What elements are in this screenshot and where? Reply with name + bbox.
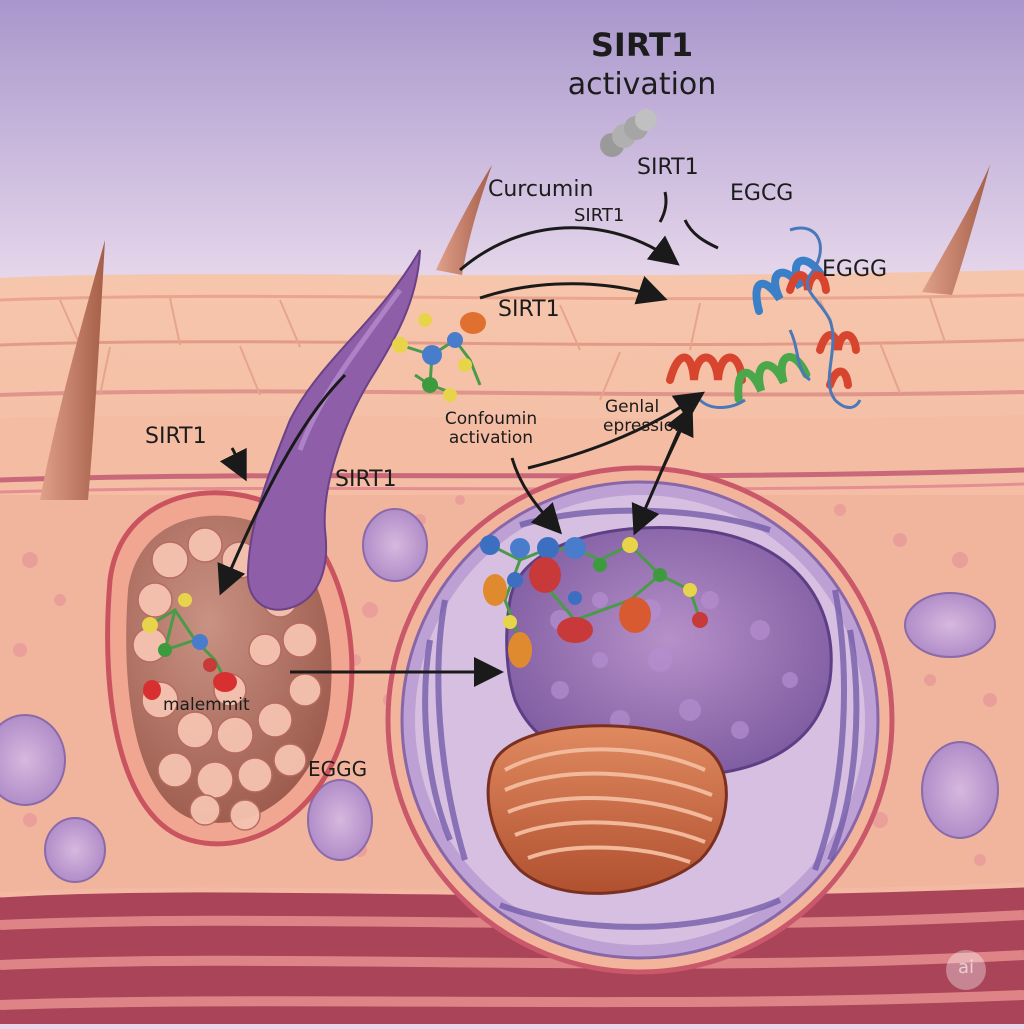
background-sky (0, 0, 1024, 290)
label-genlal-line2: epression (603, 415, 685, 436)
label-eggg-bottom: EGGG (308, 757, 368, 781)
small-molecule-follicle (142, 593, 237, 700)
hair-left (40, 240, 105, 500)
label-genlal: Genlal epression (603, 397, 685, 436)
label-curcumin-sirt1: SIRT1 (574, 205, 625, 226)
small-molecule-epidermis (392, 312, 486, 402)
hair-right (922, 165, 990, 295)
diagram-title: SIRT1 (590, 26, 694, 64)
label-genlal-line1: Genlal (605, 397, 660, 417)
label-sirt1-top: SIRT1 (637, 155, 699, 180)
label-egcg-top: EGCG (730, 181, 794, 206)
label-sirt1-mid: SIRT1 (498, 297, 560, 322)
watermark-text: ai (957, 957, 975, 978)
label-sirt1-center: SIRT1 (335, 467, 397, 492)
label-malemmit: malemmit (163, 695, 250, 715)
label-confoumin: Confoumin activation (436, 410, 546, 447)
label-sirt1-left: SIRT1 (145, 424, 207, 449)
protein-helix (666, 256, 860, 404)
watermark-badge (946, 950, 986, 990)
diagram-subtitle: activation (567, 67, 717, 102)
label-eggg-right: EGGG (822, 257, 888, 282)
pathway-arrows (217, 191, 719, 687)
dermal-band (0, 415, 1024, 480)
label-confoumin-line1: Confoumin (444, 409, 538, 429)
molecule-cluster (480, 535, 708, 668)
hair-shaft (246, 249, 421, 611)
label-curcumin: Curcumin (488, 177, 594, 202)
sirt1-molecule (600, 109, 657, 157)
label-confoumin-line2: activation (448, 427, 534, 448)
golgi-stack (486, 724, 728, 895)
hair-center (436, 165, 492, 275)
